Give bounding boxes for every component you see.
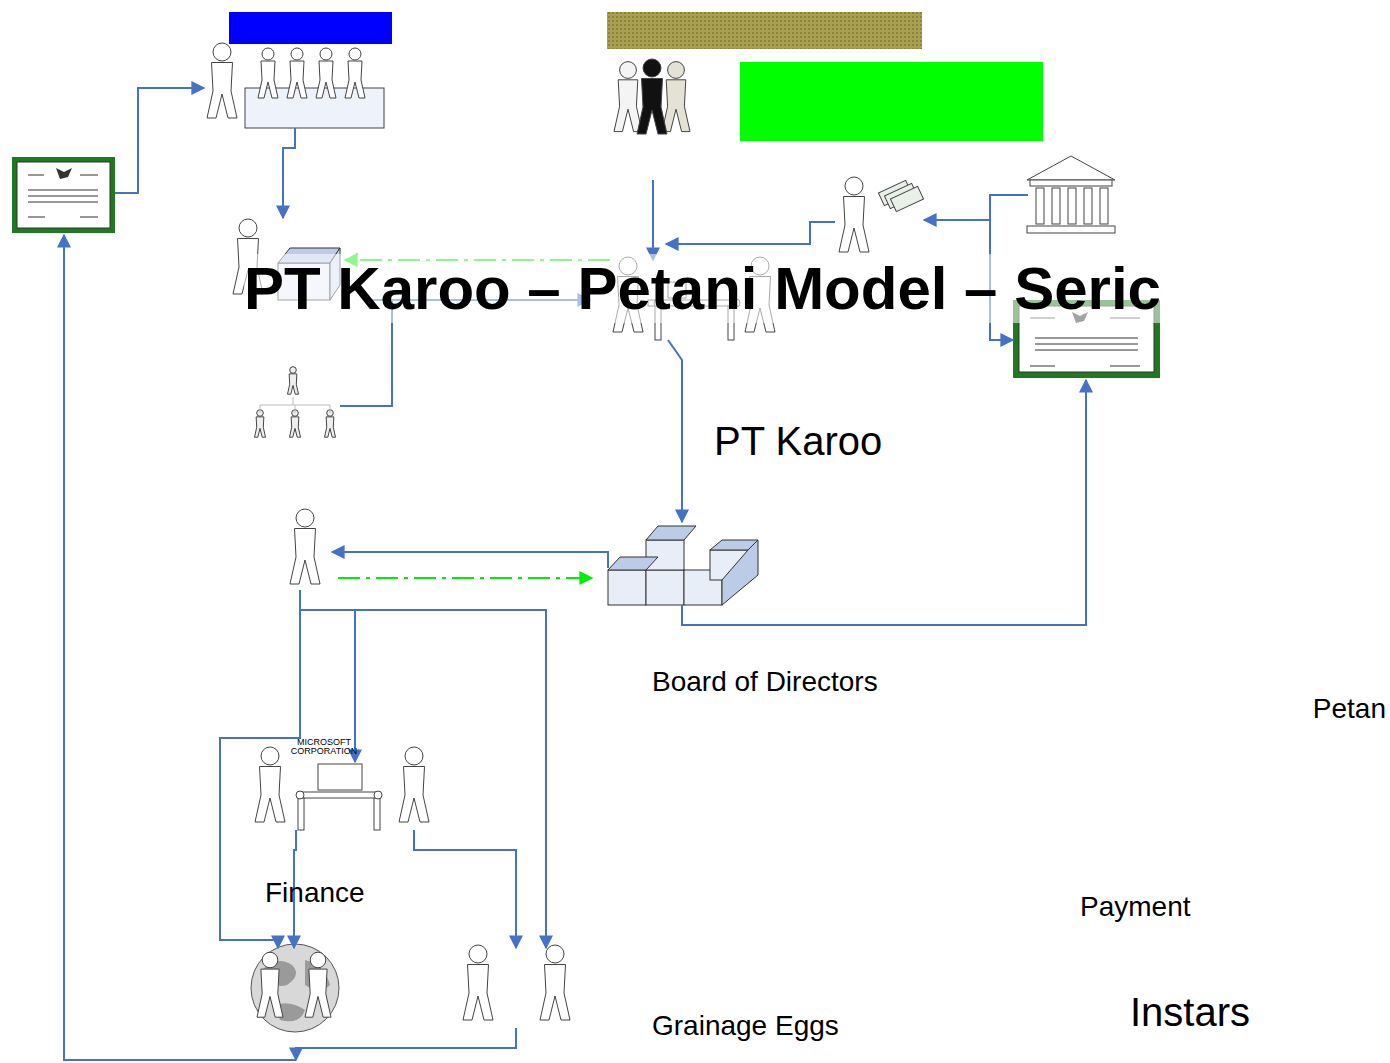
text-label: Grainage Eggs bbox=[652, 1010, 839, 1042]
person-figure bbox=[305, 952, 331, 1017]
flow-arrow bbox=[682, 380, 1086, 625]
person-figure bbox=[463, 945, 493, 1020]
text-label: PT Karoo bbox=[714, 418, 882, 464]
person-figure bbox=[257, 952, 283, 1017]
person-figure bbox=[290, 410, 301, 438]
flow-arrow bbox=[924, 195, 1028, 220]
conveyor-lower bbox=[296, 764, 382, 830]
blue-bar bbox=[229, 12, 392, 44]
olive-bar bbox=[607, 12, 922, 49]
person-figure bbox=[316, 48, 336, 98]
flow-arrow bbox=[283, 128, 295, 218]
box-text: MICROSOFT CORPORATION bbox=[284, 738, 364, 757]
person-figure bbox=[614, 62, 642, 132]
person-figure bbox=[540, 945, 570, 1020]
person-figure bbox=[207, 43, 237, 118]
person-figure bbox=[288, 367, 299, 395]
flow-arrow bbox=[652, 180, 654, 260]
bank-icon bbox=[1027, 156, 1115, 233]
text-label: Payment bbox=[1080, 891, 1191, 923]
box-stack bbox=[608, 526, 758, 605]
org-chart-lines bbox=[260, 397, 330, 413]
person-figure bbox=[255, 747, 285, 822]
person-figure bbox=[287, 48, 307, 98]
person-figure bbox=[255, 410, 266, 438]
flow-arrow bbox=[666, 222, 835, 244]
person-figure bbox=[637, 59, 667, 134]
person-figure bbox=[399, 747, 429, 822]
text-label: Petan bbox=[1313, 693, 1386, 725]
certificate-left bbox=[12, 157, 115, 233]
person-figure bbox=[839, 177, 869, 252]
person-figure bbox=[662, 62, 690, 132]
flow-arrow bbox=[115, 88, 204, 193]
person-figure bbox=[290, 509, 320, 584]
flow-arrow bbox=[414, 830, 516, 948]
person-figure bbox=[258, 48, 278, 98]
text-label: Instars bbox=[1130, 989, 1250, 1035]
diagram-title: PT Karoo – Petani Model – Seric bbox=[244, 254, 1161, 323]
box-label: MICROSOFT CORPORATION bbox=[284, 738, 364, 757]
flow-arrow bbox=[64, 235, 296, 1060]
green-bar bbox=[740, 62, 1043, 141]
money-notes bbox=[878, 180, 923, 211]
flow-arrow bbox=[668, 340, 682, 522]
dashed-flow-arrow bbox=[338, 577, 592, 579]
text-label: Board of Directors bbox=[652, 666, 878, 698]
person-figure bbox=[345, 48, 365, 98]
globe-icon bbox=[251, 944, 339, 1032]
person-figure bbox=[325, 410, 336, 438]
text-label: Finance bbox=[265, 877, 365, 909]
flow-arrow bbox=[296, 1028, 516, 1060]
flow-arrow bbox=[332, 552, 608, 568]
